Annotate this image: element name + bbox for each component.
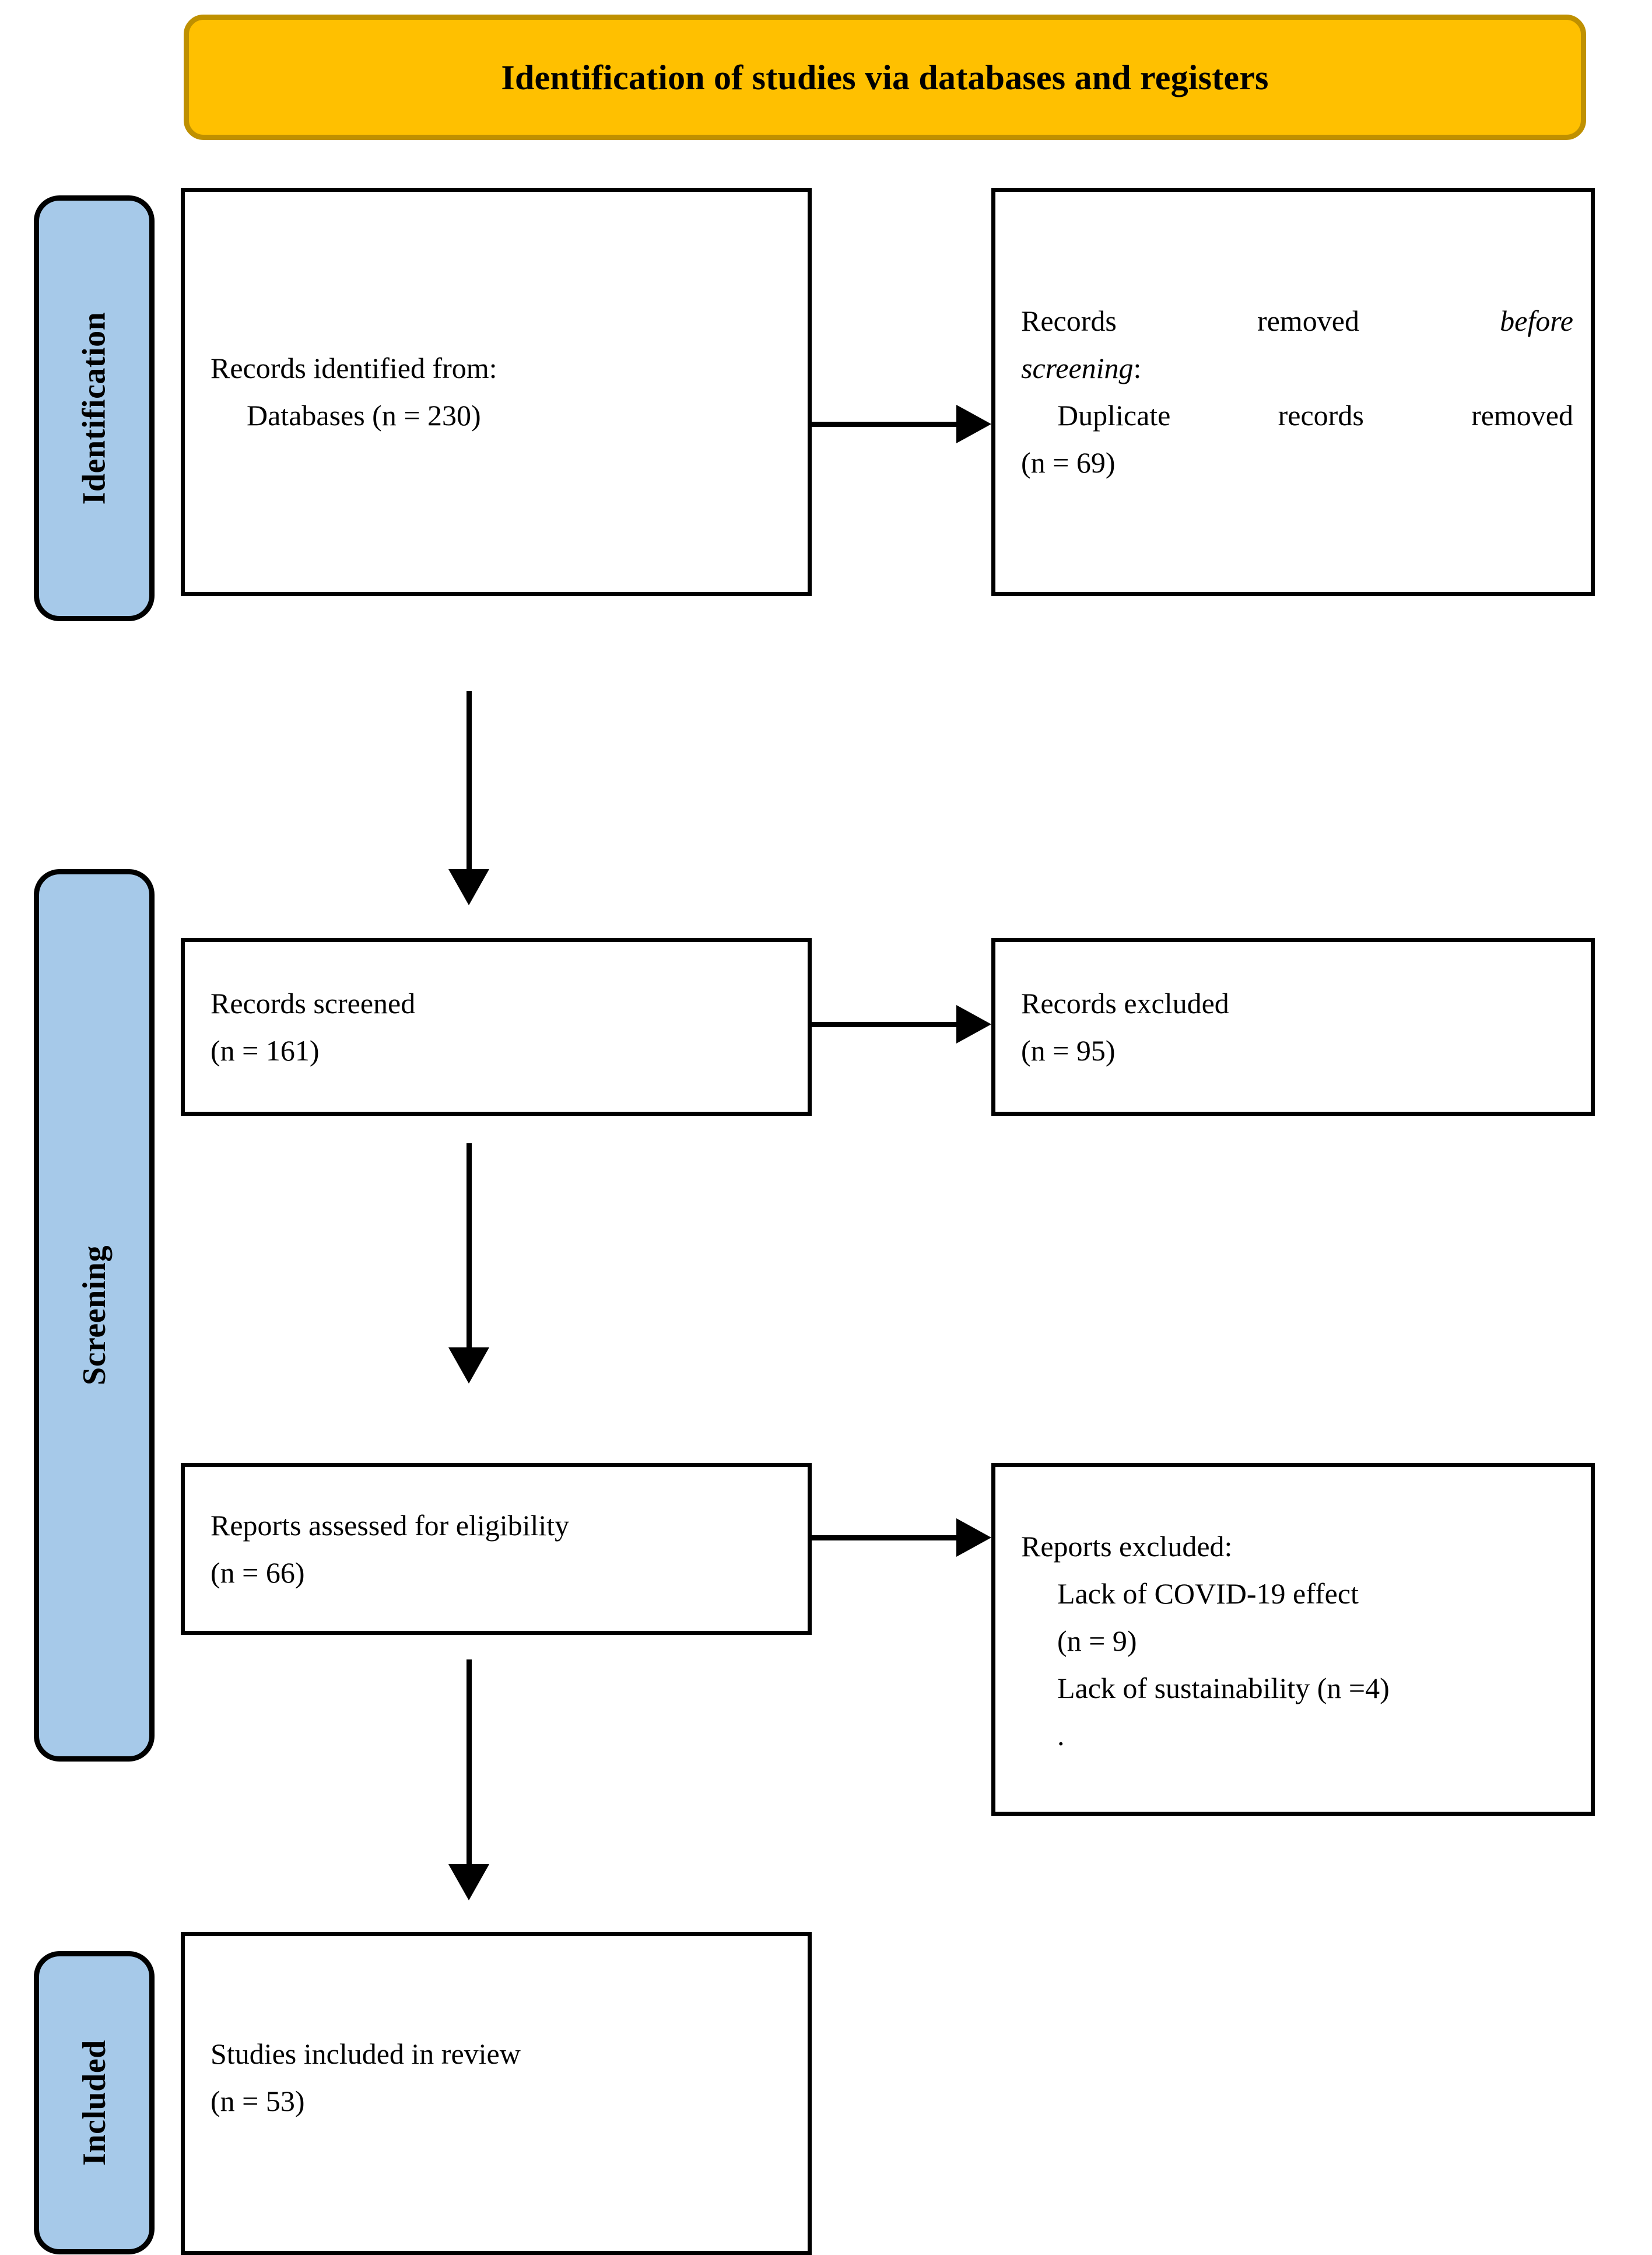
records-removed-colon: : bbox=[1133, 352, 1142, 384]
reports-excluded-line-5: . bbox=[1057, 1719, 1065, 1752]
connector-assessed-to-reports-excluded-arrowhead bbox=[956, 1518, 991, 1557]
records-removed-word-screening: screening bbox=[1021, 352, 1134, 384]
banner-title: Identification of studies via databases … bbox=[501, 58, 1269, 97]
box-records-identified: Records identified from: Databases (n = … bbox=[181, 188, 812, 596]
reports-assessed-line-1: Reports assessed for eligibility bbox=[211, 1508, 570, 1542]
box-records-excluded: Records excluded (n = 95) bbox=[991, 938, 1595, 1116]
connector-assessed-to-included-arrowhead bbox=[448, 1864, 489, 1900]
records-removed-word-records: Records bbox=[1021, 304, 1117, 337]
identification-banner: Identification of studies via databases … bbox=[184, 15, 1586, 140]
reports-assessed-line-2: (n = 66) bbox=[211, 1556, 305, 1589]
studies-included-line-2: (n = 53) bbox=[211, 2085, 305, 2117]
stage-tab-identification: Identification bbox=[34, 195, 155, 621]
stage-tab-included: Included bbox=[34, 1951, 155, 2254]
stage-tab-screening: Screening bbox=[34, 869, 155, 1762]
connector-screened-to-assessed-line bbox=[467, 1143, 472, 1350]
records-removed-line-2: screening: bbox=[1021, 345, 1573, 392]
records-removed-line-3: Duplicate records removed bbox=[1057, 399, 1573, 432]
connector-identified-to-screened-arrowhead bbox=[448, 869, 489, 905]
connector-assessed-to-reports-excluded-line bbox=[812, 1535, 956, 1540]
stage-tab-included-label: Included bbox=[76, 2040, 113, 2166]
records-removed-word-before: before bbox=[1500, 304, 1574, 337]
connector-screened-to-excluded-line bbox=[812, 1022, 956, 1027]
records-screened-line-1: Records screened bbox=[211, 986, 416, 1020]
box-reports-assessed: Reports assessed for eligibility (n = 66… bbox=[181, 1463, 812, 1635]
records-screened-line-2: (n = 161) bbox=[211, 1034, 320, 1067]
box-reports-excluded: Reports excluded: Lack of COVID-19 effec… bbox=[991, 1463, 1595, 1816]
box-records-removed-before-screening: Records removed before screening: Duplic… bbox=[991, 188, 1595, 596]
reports-excluded-line-2: Lack of COVID-19 effect bbox=[1057, 1577, 1359, 1610]
connector-identified-to-screened-line bbox=[467, 691, 472, 872]
stage-tab-identification-label: Identification bbox=[76, 311, 113, 505]
records-identified-line-2: Databases (n = 230) bbox=[247, 399, 481, 432]
records-identified-line-1: Records identified from: bbox=[211, 352, 497, 384]
stage-tab-screening-label: Screening bbox=[76, 1245, 113, 1385]
box-records-screened: Records screened (n = 161) bbox=[181, 938, 812, 1116]
records-excluded-line-2: (n = 95) bbox=[1021, 1034, 1116, 1067]
connector-screened-to-excluded-arrowhead bbox=[956, 1005, 991, 1044]
records-excluded-line-1: Records excluded bbox=[1021, 986, 1229, 1020]
reports-excluded-line-3: (n = 9) bbox=[1057, 1624, 1137, 1657]
studies-included-line-1: Studies included in review bbox=[211, 2037, 521, 2070]
records-removed-line-1: Records removed before bbox=[1021, 297, 1573, 345]
connector-assessed-to-included-line bbox=[467, 1659, 472, 1867]
box-studies-included: Studies included in review (n = 53) bbox=[181, 1932, 812, 2255]
records-removed-word-removed: removed bbox=[1257, 304, 1359, 337]
connector-screened-to-assessed-arrowhead bbox=[448, 1347, 489, 1384]
reports-excluded-line-4: Lack of sustainability (n =4) bbox=[1057, 1672, 1390, 1704]
records-removed-line-4: (n = 69) bbox=[1021, 446, 1116, 479]
reports-excluded-line-1: Reports excluded: bbox=[1021, 1530, 1233, 1563]
connector-identified-to-removed-line bbox=[812, 422, 956, 427]
connector-identified-to-removed-arrowhead bbox=[956, 405, 991, 443]
